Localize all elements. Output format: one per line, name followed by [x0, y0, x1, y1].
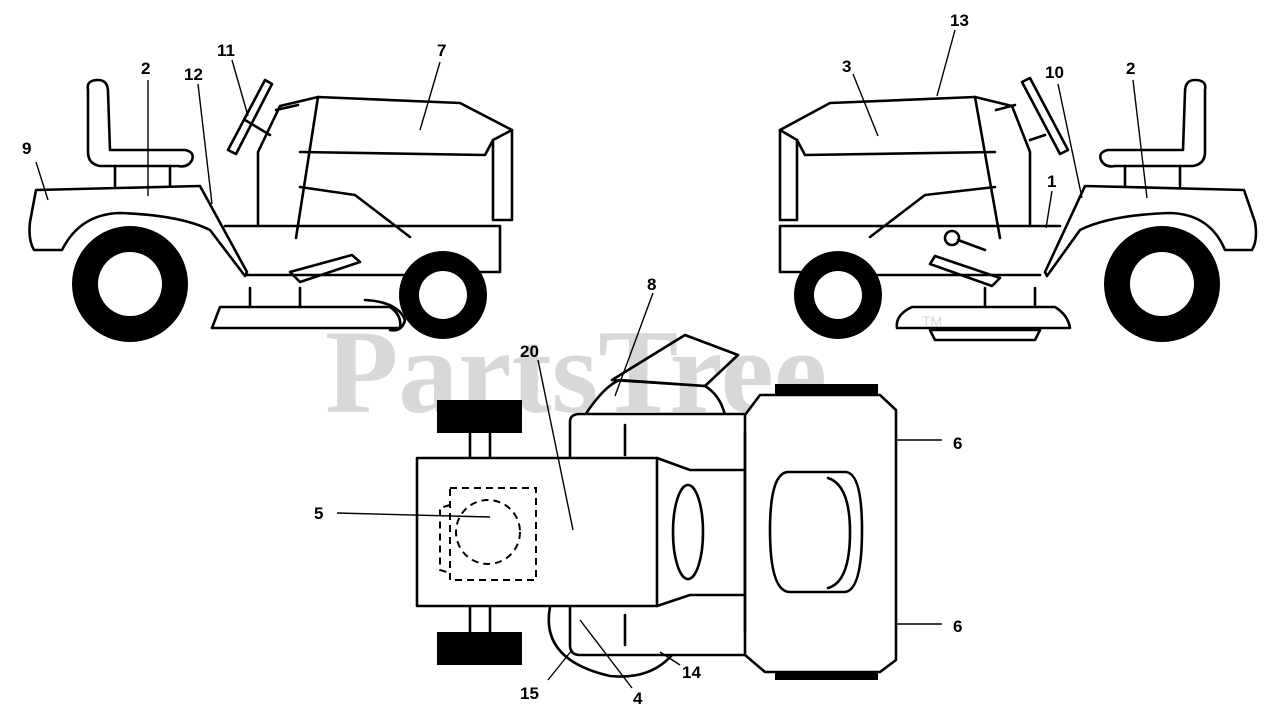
callout-13: 13: [950, 11, 969, 30]
callout-7: 7: [437, 41, 446, 60]
callout-10: 10: [1045, 63, 1064, 82]
callout-12: 12: [184, 65, 203, 84]
callout-8: 8: [647, 275, 656, 294]
callout-9: 9: [22, 139, 31, 158]
callout-6-top: 6: [953, 434, 962, 453]
callout-14: 14: [682, 663, 701, 682]
callout-4: 4: [633, 689, 643, 708]
watermark-trademark: TM: [922, 313, 942, 329]
callout-6-bottom: 6: [953, 617, 962, 636]
callout-20: 20: [520, 342, 539, 361]
callout-3: 3: [842, 57, 851, 76]
callout-labels: 1 2 2 3 4 5 6 6 7 8 9 10 11 12 13 14 15 …: [22, 11, 1135, 708]
callout-5: 5: [314, 504, 323, 523]
callout-2-left: 2: [141, 59, 150, 78]
callout-15: 15: [520, 684, 539, 703]
tractor-left-side-view: [28, 78, 514, 342]
callout-11: 11: [217, 41, 235, 60]
tractor-right-side-view: [778, 76, 1258, 342]
callout-1: 1: [1047, 172, 1056, 191]
leader-lines: [35, 29, 1148, 689]
tractor-top-view: [415, 333, 898, 680]
callout-2-right: 2: [1126, 59, 1135, 78]
